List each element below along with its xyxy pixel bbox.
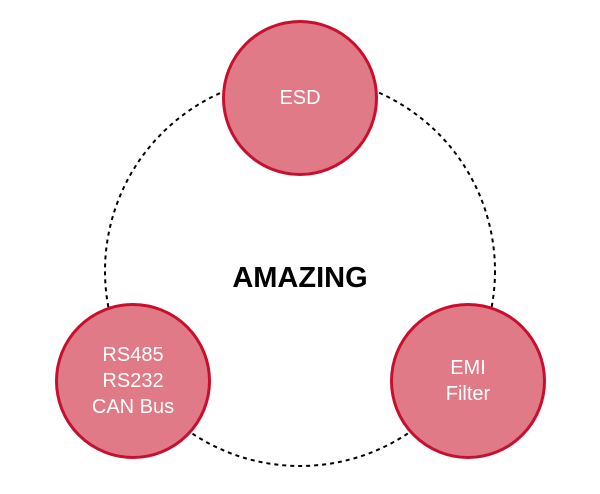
- node-esd-label: ESD: [279, 85, 320, 111]
- node-communication-line-2: RS232: [102, 370, 164, 392]
- node-communication-label: RS485 RS232 CAN Bus: [92, 342, 174, 420]
- node-emi-filter-line-1: EMI: [450, 357, 486, 379]
- node-emi-filter-label: EMI Filter: [446, 355, 490, 407]
- node-esd: ESD: [222, 20, 378, 176]
- diagram-title: AMAZING: [232, 262, 368, 294]
- dashed-ring-circle: [104, 75, 496, 467]
- node-communication-line-3: CAN Bus: [91, 396, 175, 418]
- node-emi-filter: EMI Filter: [390, 303, 546, 459]
- node-communication-line-1: RS485: [102, 344, 164, 366]
- node-emi-filter-line-2: Filter: [445, 383, 491, 405]
- node-communication: RS485 RS232 CAN Bus: [55, 303, 211, 459]
- node-esd-line-1: ESD: [279, 87, 321, 109]
